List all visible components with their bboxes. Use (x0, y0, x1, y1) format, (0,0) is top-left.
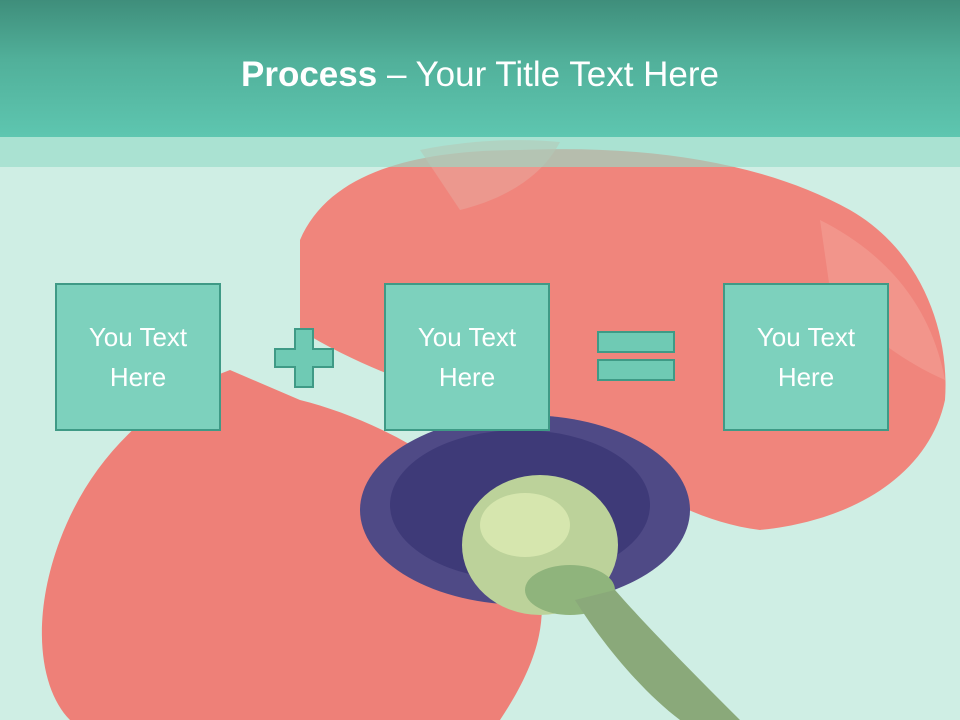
title-bold: Process (241, 55, 378, 94)
plus-icon (274, 328, 334, 388)
equals-icon (597, 331, 675, 381)
title-bar (0, 0, 960, 137)
slide-title[interactable]: Process – Your Title Text Here (0, 52, 960, 98)
process-box-2[interactable]: You Text Here (384, 283, 550, 431)
title-bar-strip (0, 137, 960, 167)
process-box-1[interactable]: You Text Here (55, 283, 221, 431)
process-box-1-text: You Text Here (88, 322, 188, 392)
title-rest: Your Title Text Here (415, 55, 720, 94)
process-box-3-text: You Text Here (756, 322, 856, 392)
title-separator: – (377, 55, 416, 94)
process-box-3[interactable]: You Text Here (723, 283, 889, 431)
process-box-2-text: You Text Here (417, 322, 517, 392)
